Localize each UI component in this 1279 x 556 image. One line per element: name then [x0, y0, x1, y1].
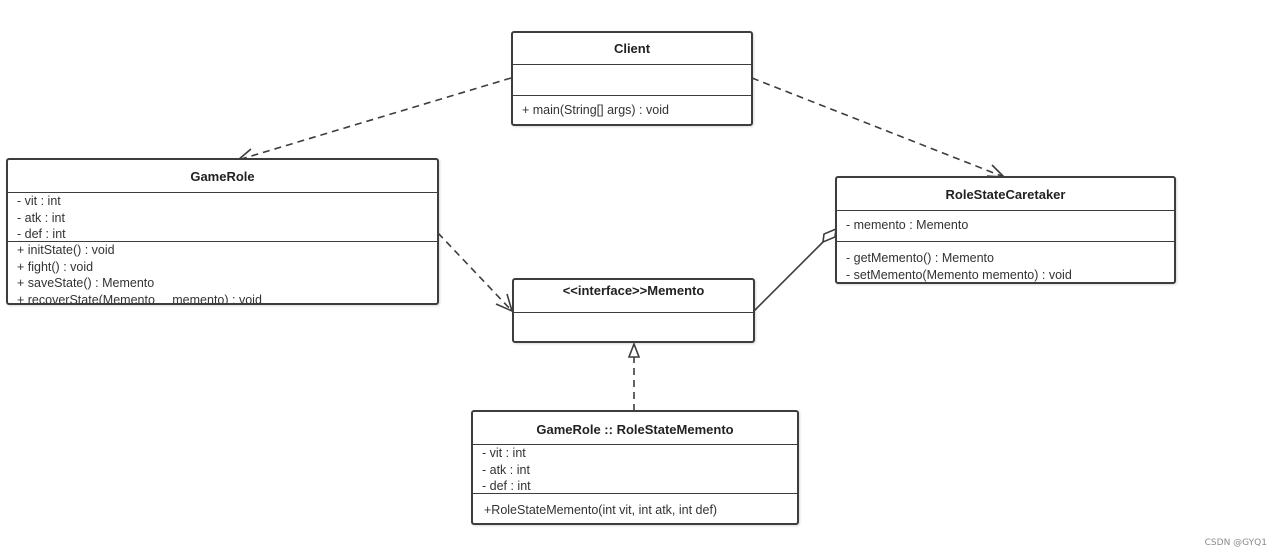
- interface-memento[interactable]: <<interface>>Memento: [512, 278, 755, 343]
- operation: +RoleStateMemento(int vit, int atk, int …: [484, 503, 718, 517]
- operation: + saveState() : Memento: [17, 276, 155, 290]
- class-rolestatecaretaker[interactable]: RoleStateCaretaker - memento : Memento -…: [835, 176, 1176, 284]
- class-gamerole-name: GameRole: [8, 160, 437, 193]
- class-gamerole-attributes: - vit : int - atk : int - def : int: [8, 193, 437, 242]
- interface-memento-body: [514, 313, 753, 341]
- class-client[interactable]: Client + main(String[] args) : void: [511, 31, 753, 126]
- attribute: - vit : int: [482, 446, 526, 460]
- attribute: - atk : int: [17, 210, 65, 225]
- class-rolestatememento-operations: +RoleStateMemento(int vit, int atk, int …: [473, 494, 797, 519]
- class-rolestatememento-name: GameRole :: RoleStateMemento: [473, 412, 797, 445]
- interface-memento-name: <<interface>>Memento: [514, 280, 753, 313]
- class-rolestatecaretaker-attributes: - memento : Memento: [837, 211, 1174, 242]
- class-client-name: Client: [513, 33, 751, 65]
- realization-rolestatememento-to-memento: [627, 341, 641, 411]
- attribute: - def : int: [482, 479, 531, 493]
- operation: - getMemento() : Memento: [846, 251, 994, 265]
- aggregation-caretaker-to-memento: [753, 227, 837, 312]
- watermark: CSDN @GYQ1: [1204, 538, 1267, 548]
- class-gamerole[interactable]: GameRole - vit : int - atk : int - def :…: [6, 158, 439, 305]
- operation: + fight() : void: [17, 259, 94, 274]
- attribute: - def : int: [17, 227, 66, 241]
- class-gamerole-operations: + initState() : void + fight() : void + …: [8, 242, 437, 303]
- class-rolestatememento[interactable]: GameRole :: RoleStateMemento - vit : int…: [471, 410, 799, 525]
- dependency-client-to-gamerole: [235, 77, 512, 161]
- operation: - setMemento(Memento memento) : void: [846, 267, 1072, 282]
- class-client-attributes: [513, 65, 751, 96]
- dependency-gamerole-to-memento: [437, 232, 514, 313]
- attribute: - atk : int: [482, 462, 530, 477]
- class-rolestatememento-attributes: - vit : int - atk : int - def : int: [473, 445, 797, 494]
- operation: + main(String[] args) : void: [522, 103, 669, 117]
- dependency-client-to-caretaker: [751, 77, 1007, 178]
- class-rolestatecaretaker-operations: - getMemento() : Memento - setMemento(Me…: [837, 242, 1174, 283]
- operation: + initState() : void: [17, 243, 115, 257]
- attribute: - memento : Memento: [846, 218, 969, 232]
- class-client-operations: + main(String[] args) : void: [513, 96, 751, 119]
- operation: + recoverState(Memento memento) : void: [17, 292, 262, 304]
- class-rolestatecaretaker-name: RoleStateCaretaker: [837, 178, 1174, 211]
- attribute: - vit : int: [17, 194, 61, 208]
